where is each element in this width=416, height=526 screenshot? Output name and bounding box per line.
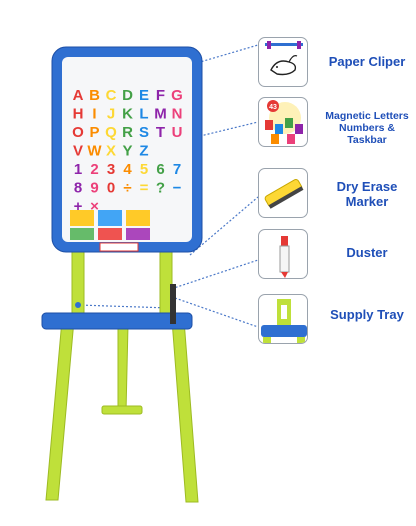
- feature-thumb-paper-clip: [258, 37, 308, 87]
- magnetic-letter: ?: [156, 180, 165, 197]
- eraser-block-icon: [264, 179, 304, 209]
- magnetic-letter: 0: [107, 180, 115, 197]
- feature-label-letters: Magnetic Letters Numbers & Taskbar: [325, 110, 409, 147]
- board-nameplate: [99, 242, 139, 252]
- leg-foot-bar: [101, 405, 143, 415]
- magnetic-letter: 7: [173, 161, 181, 178]
- magnetic-letter: X: [106, 143, 116, 160]
- magnetic-letter: J: [107, 106, 115, 123]
- callout-lines: [77, 44, 259, 328]
- callout-line-letters: [191, 121, 259, 139]
- magnetic-letter: S: [139, 124, 149, 141]
- magnetic-letter: 3: [107, 161, 115, 178]
- callout-line-marker: [189, 196, 259, 256]
- magnetic-letter: V: [73, 143, 83, 160]
- back-leg: [117, 324, 129, 413]
- front-right-leg: [171, 319, 199, 503]
- magnetic-letter: O: [72, 124, 84, 141]
- board-card: [70, 210, 94, 226]
- magnetic-letter: 9: [90, 180, 98, 197]
- magnetic-letter: Q: [105, 124, 117, 141]
- feature-label-paper-clip: Paper Cliper: [328, 54, 406, 69]
- magnetic-letter: 6: [156, 161, 164, 178]
- magnetic-letters-icon: 43: [265, 100, 303, 144]
- board-surface: [62, 57, 192, 242]
- marker-clip: [170, 284, 176, 324]
- magnetic-letter: 2: [90, 161, 98, 178]
- magnetic-letter: M: [154, 106, 167, 123]
- magnetic-letter: ÷: [123, 180, 131, 197]
- magnetic-letter: Z: [139, 143, 148, 160]
- magnetic-letter: +: [74, 198, 83, 215]
- magnetic-letter: I: [92, 106, 96, 123]
- magnetic-letter: F: [156, 87, 165, 104]
- magnetic-letter: C: [106, 87, 117, 104]
- magnetic-letter: T: [156, 124, 165, 141]
- feature-label-duster: Duster: [346, 245, 388, 260]
- front-left-leg: [45, 319, 75, 501]
- board-card: [126, 210, 150, 226]
- magnetic-letter: 4: [123, 161, 132, 178]
- feature-thumb-tray: [258, 294, 308, 344]
- supply-tray-icon: [261, 299, 307, 343]
- magnetic-letter: U: [172, 124, 183, 141]
- whale-paper-clip-icon: [265, 41, 303, 76]
- feature-thumb-letters: 43: [258, 97, 308, 147]
- magnetic-letter: D: [122, 87, 133, 104]
- magnetic-letter: B: [89, 87, 100, 104]
- magnetic-letter: N: [172, 106, 183, 123]
- magnetic-letter: −: [173, 180, 182, 197]
- board-card: [98, 210, 122, 226]
- magnetic-letter: P: [89, 124, 99, 141]
- easel-legs: [45, 244, 199, 503]
- supply-tray: [41, 312, 193, 330]
- feature-label-marker: Dry Erase Marker: [336, 179, 398, 209]
- magnetic-letter: W: [87, 143, 102, 160]
- mast-left: [71, 244, 85, 321]
- magnetic-letter: 8: [74, 180, 82, 197]
- magnetic-letter: Y: [122, 143, 132, 160]
- magnetic-letter: K: [122, 106, 133, 123]
- magnetic-letter: ×: [90, 198, 99, 215]
- svg-text:43: 43: [269, 104, 277, 111]
- leg-knob: [75, 302, 81, 308]
- magnetic-letter: A: [73, 87, 84, 104]
- magnetic-letter: 5: [140, 161, 148, 178]
- magnetic-letter: 1: [74, 161, 82, 178]
- callout-line-left: [77, 304, 171, 309]
- feature-label-tray: Supply Tray: [330, 307, 404, 322]
- magnetic-letter: L: [139, 106, 148, 123]
- feature-thumb-marker: [258, 168, 308, 218]
- magnetic-letter: H: [73, 106, 84, 123]
- board-cards: [70, 210, 150, 240]
- magnetic-letter: G: [171, 87, 183, 104]
- marker-pen-icon: [279, 236, 290, 278]
- magnetic-letter: E: [139, 87, 149, 104]
- feature-thumb-duster: [258, 229, 308, 279]
- magnetic-letter: =: [140, 180, 149, 197]
- board-card: [70, 228, 94, 240]
- callout-line-duster: [167, 259, 259, 291]
- callout-line-tray: [174, 297, 259, 328]
- board-card: [98, 228, 122, 240]
- magnetic-letter: R: [122, 124, 133, 141]
- board-card: [126, 228, 150, 240]
